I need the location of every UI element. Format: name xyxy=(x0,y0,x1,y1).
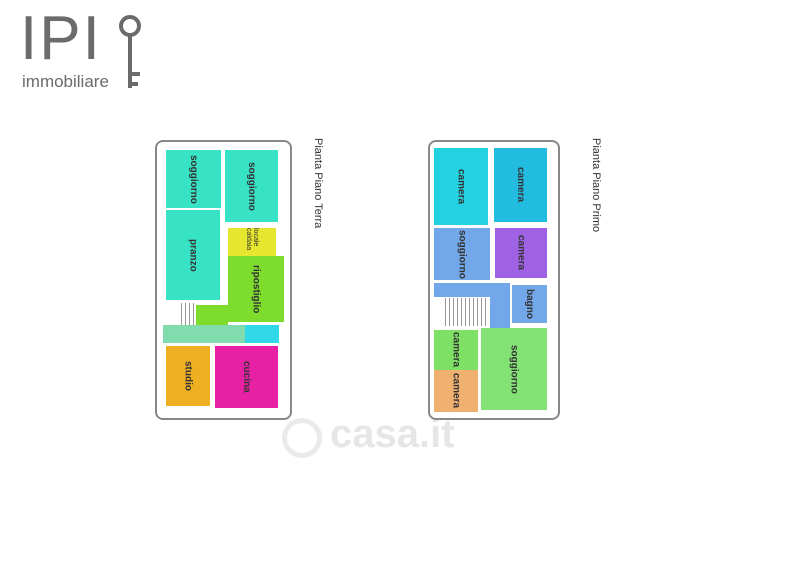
room-camera-2: camera xyxy=(494,148,547,222)
staircase xyxy=(178,303,196,325)
room-label: camera xyxy=(455,168,467,205)
room-label: soggiorno xyxy=(188,154,199,204)
room-cucina: cucina xyxy=(215,346,278,408)
room-label: ripostiglio xyxy=(250,264,262,314)
room-label: locale caldaia xyxy=(245,228,259,251)
room-locale-caldaia: locale caldaia xyxy=(228,228,276,256)
room-label: soggiorno xyxy=(246,161,257,211)
room-ripostiglio: ripostiglio xyxy=(228,256,284,322)
room-label: camera xyxy=(515,167,526,203)
corridor xyxy=(196,305,228,325)
room-studio: studio xyxy=(166,346,210,406)
room-camera-4: camera xyxy=(434,330,478,370)
room-camera-3: camera xyxy=(495,228,547,278)
room-soggiorno-2: soggiorno xyxy=(481,328,547,410)
corridor xyxy=(490,283,510,330)
room-soggiorno-2: soggiorno xyxy=(225,150,278,222)
staircase xyxy=(442,298,488,326)
watermark-icon xyxy=(282,418,322,458)
key-icon xyxy=(119,15,141,88)
room-pranzo: pranzo xyxy=(166,210,220,300)
first-floor-title: Pianta Piano Primo xyxy=(590,138,602,233)
hallway xyxy=(163,325,245,343)
room-label: camera xyxy=(515,235,527,271)
small-room xyxy=(245,325,279,343)
room-bagno: bagno xyxy=(512,285,547,323)
room-camera-5: camera xyxy=(434,370,478,412)
room-label: camera xyxy=(450,332,462,368)
room-soggiorno-1: soggiorno xyxy=(166,150,221,208)
room-label: soggiorno xyxy=(508,344,520,394)
room-label: camera xyxy=(450,373,462,409)
room-label: cucina xyxy=(241,361,252,393)
room-label: pranzo xyxy=(187,238,199,272)
room-label: soggiorno xyxy=(456,229,468,279)
room-camera-1: camera xyxy=(434,148,488,225)
logo-text: IPI xyxy=(20,4,102,73)
room-soggiorno-1: soggiorno xyxy=(434,228,490,280)
room-label: bagno xyxy=(524,289,535,319)
logo-subtitle: immobiliare xyxy=(22,72,109,91)
ground-floor-title: Pianta Piano Terra xyxy=(312,138,324,229)
room-label: studio xyxy=(182,361,194,391)
